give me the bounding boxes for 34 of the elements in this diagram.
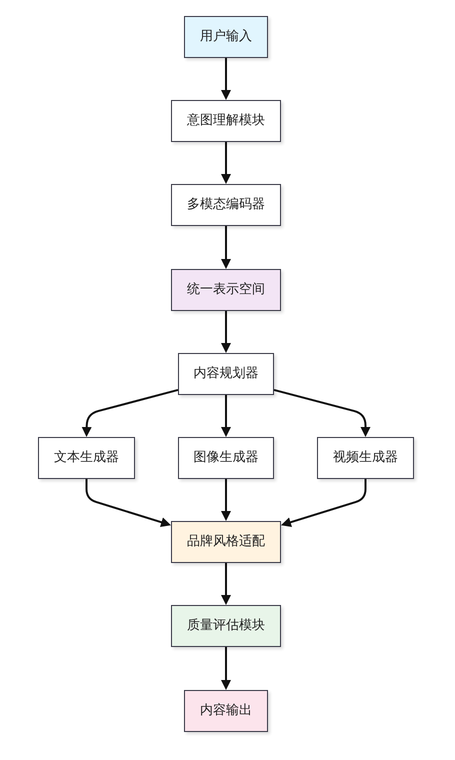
- arrow: [221, 311, 231, 353]
- arrow: [221, 226, 231, 269]
- process-box: [171, 605, 281, 647]
- process-box: [171, 269, 281, 311]
- arrow: [280, 479, 366, 528]
- box-label: 视频生成器: [333, 450, 398, 466]
- process-box: [184, 690, 268, 732]
- box-label: 图像生成器: [194, 450, 258, 466]
- process-box: [171, 100, 281, 142]
- box-label: 质量评估模块: [187, 618, 265, 634]
- arrow: [82, 389, 178, 438]
- process-box: [38, 437, 135, 479]
- box-label: 品牌风格适配: [187, 534, 265, 550]
- process-box: [184, 16, 268, 58]
- process-box: [317, 437, 414, 479]
- box-label: 意图理解模块: [187, 113, 265, 129]
- process-box: [171, 184, 281, 226]
- box-label: 内容输出: [200, 703, 252, 719]
- arrow: [86, 479, 172, 528]
- process-box: [178, 437, 274, 479]
- arrow: [221, 563, 231, 605]
- arrow: [221, 395, 231, 437]
- arrow: [221, 58, 231, 100]
- box-label: 内容规划器: [194, 366, 258, 382]
- box-label: 统一表示空间: [187, 282, 265, 298]
- process-box: [171, 521, 281, 563]
- arrow: [274, 389, 370, 437]
- arrow: [221, 142, 231, 184]
- box-label: 文本生成器: [54, 450, 119, 466]
- arrow: [221, 647, 231, 690]
- box-label: 多模态编码器: [187, 197, 265, 213]
- arrow: [221, 479, 231, 521]
- box-label: 用户输入: [200, 29, 252, 45]
- process-box: [178, 353, 274, 395]
